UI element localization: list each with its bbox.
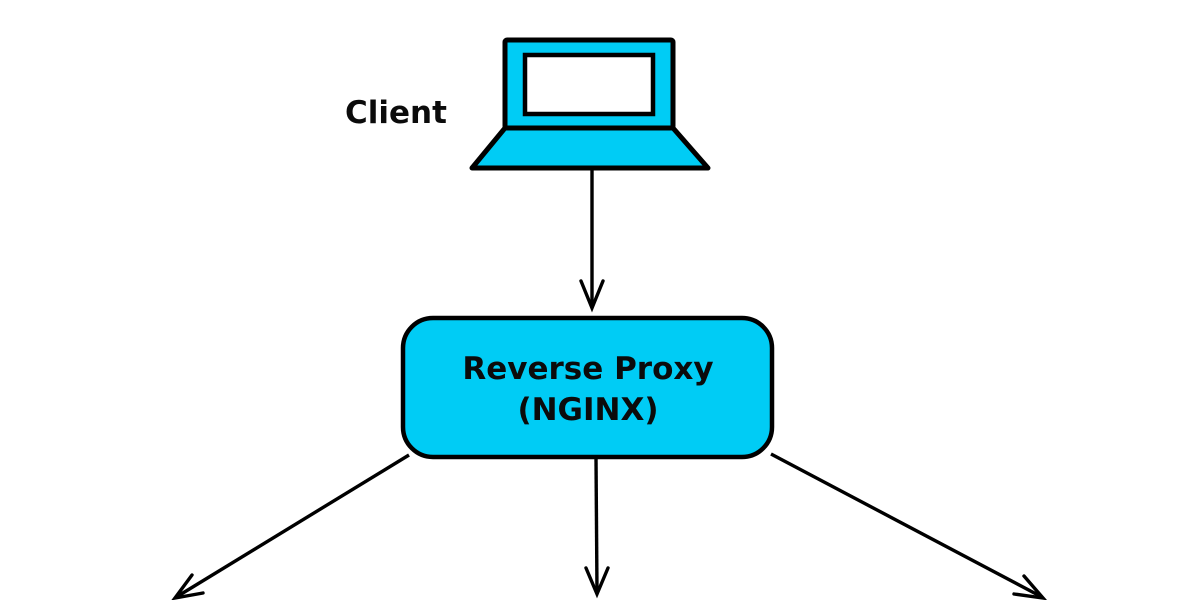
- arrowhead-down-right-icon: [1012, 574, 1047, 600]
- arrowhead-down-left-icon: [171, 573, 205, 600]
- client-label: Client: [345, 95, 447, 131]
- laptop-icon: [469, 37, 711, 171]
- laptop-screen: [522, 52, 656, 117]
- reverse-proxy-label-line1: Reverse Proxy: [462, 351, 713, 387]
- reverse-proxy-box: [400, 315, 775, 460]
- reverse-proxy-label-line2: (NGINX): [517, 392, 658, 428]
- arrowhead-down-icon: [579, 279, 605, 313]
- reverse-proxy-node: Reverse Proxy (NGINX): [400, 315, 775, 460]
- edge-proxy-to-center: [584, 457, 610, 599]
- edge-proxy-to-left-line: [177, 453, 410, 598]
- edge-proxy-to-left: [171, 453, 410, 600]
- edge-proxy-to-center-line: [594, 457, 599, 593]
- edge-proxy-to-right-line: [770, 452, 1041, 598]
- laptop-base: [469, 125, 711, 171]
- edge-proxy-to-right: [770, 452, 1047, 600]
- edge-client-to-proxy: [579, 168, 605, 313]
- arrowhead-down-icon: [584, 566, 610, 599]
